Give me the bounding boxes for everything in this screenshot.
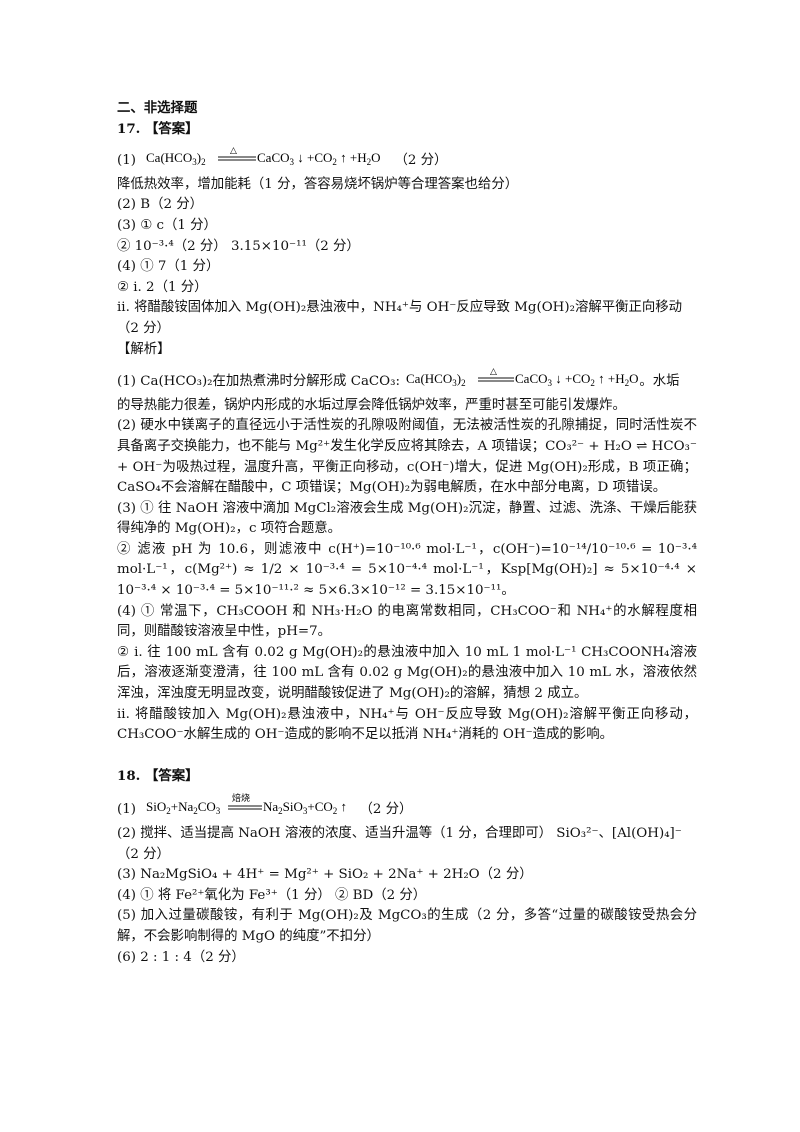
analysis-3-2: ② 滤液 pH 为 10.6，则滤液中 c(H⁺)=10⁻¹⁰·⁶ mol·L⁻…	[117, 541, 697, 599]
q18-answer-1: (1) SiO2+Na2CO3 焙烧 Na2SiO3+CO2 ↑ （2 分）	[117, 792, 697, 824]
q17-answer-4-ii: ii. 将醋酸铵固体加入 Mg(OH)₂悬浊液中，NH₄⁺与 OH⁻反应导致 M…	[117, 300, 683, 316]
q17-answer-3-1: (3) ① c（1 分）	[117, 217, 217, 233]
svg-text:Ca(HCO3)2: Ca(HCO3)2	[146, 150, 206, 167]
svg-text:△: △	[230, 146, 237, 156]
q18-answer-2-score: （2 分）	[117, 846, 170, 862]
svg-text:CaCO3 ↓ +CO2 ↑ +H2O: CaCO3 ↓ +CO2 ↑ +H2O	[515, 371, 639, 388]
q18-answer-5: (5) 加入过量碳酸铵，有利于 Mg(OH)₂及 MgCO₃的生成（2 分，多答…	[117, 908, 697, 944]
q17-answer-4-2: ② i. 2（1 分）	[117, 279, 208, 295]
calcination-equation: SiO2+Na2CO3 焙烧 Na2SiO3+CO2 ↑	[140, 792, 355, 824]
svg-text:△: △	[490, 367, 497, 377]
q17-answer-4-1: (4) ① 7（1 分）	[117, 259, 220, 275]
analysis-1: (1) Ca(HCO₃)₂在加热煮沸时分解形成 CaCO₃: Ca(HCO3)2…	[117, 366, 697, 396]
svg-text:Ca(HCO3)2: Ca(HCO3)2	[406, 371, 466, 388]
calcination-condition: 焙烧	[232, 792, 250, 804]
q17-answer-3-2: ② 10⁻³·⁴（2 分） 3.15×10⁻¹¹（2 分）	[117, 238, 360, 254]
analysis-3-1: (3) ① 往 NaOH 溶液中滴加 MgCl₂溶液会生成 Mg(OH)₂沉淀，…	[117, 500, 697, 537]
svg-text:SiO2+Na2CO3: SiO2+Na2CO3	[146, 799, 221, 816]
answer-sheet: 二、非选择题 17. 【答案】 (1) Ca(HCO3)2 △ CaCO3 ↓ …	[117, 98, 697, 968]
decomposition-equation-svg: Ca(HCO3)2 △ CaCO3 ↓ +CO2 ↑ +H2O	[146, 146, 381, 167]
analysis-2: (2) 硬水中镁离子的直径远小于活性炭的孔隙吸附阈值，无法被活性炭的孔隙捕捉，同…	[117, 418, 697, 496]
decomposition-equation: Ca(HCO3)2 △ CaCO3 ↓ +CO2 ↑ +H2O	[140, 145, 390, 175]
analysis-4-2: ② i. 往 100 mL 含有 0.02 g Mg(OH)₂的悬浊液中加入 1…	[117, 644, 697, 702]
q17-answer-4-ii-score: （2 分）	[117, 320, 170, 336]
q17-answer-1-line2: 降低热效率，增加能耗（1 分，答容易烧坏锅炉等合理答案也给分）	[117, 176, 519, 192]
section-title: 二、非选择题	[117, 100, 198, 116]
decomposition-equation-inline: Ca(HCO3)2 △ CaCO3 ↓ +CO2 ↑ +H2O	[404, 366, 639, 396]
svg-text:CaCO3 ↓ +CO2 ↑ +H2O: CaCO3 ↓ +CO2 ↑ +H2O	[257, 150, 381, 167]
analysis-4-ii: ii. 将醋酸铵加入 Mg(OH)₂悬浊液中，NH₄⁺与 OH⁻反应导致 Mg(…	[117, 706, 697, 743]
analysis-header: 【解析】	[117, 341, 171, 357]
calcination-equation-svg: SiO2+Na2CO3 焙烧 Na2SiO3+CO2 ↑	[146, 792, 347, 816]
q17-header: 17. 【答案】	[117, 120, 199, 137]
q18-answer-3: (3) Na₂MgSiO₄ + 4H⁺ = Mg²⁺ + SiO₂ + 2Na⁺…	[117, 867, 533, 883]
q17-answer-2: (2) B（2 分）	[117, 197, 204, 213]
svg-text:Na2SiO3+CO2 ↑: Na2SiO3+CO2 ↑	[263, 799, 347, 816]
q18-header: 18. 【答案】	[117, 767, 199, 784]
q18-answer-6: (6) 2 : 1 : 4（2 分）	[117, 949, 245, 965]
analysis-4-1: (4) ① 常温下，CH₃COOH 和 NH₃·H₂O 的电离常数相同，CH₃C…	[117, 603, 697, 640]
q17-answer-1: (1) Ca(HCO3)2 △ CaCO3 ↓ +CO2 ↑ +H2O （2 分…	[117, 145, 697, 175]
analysis-1-line2: 的导热能力很差，锅炉内形成的水垢过厚会降低锅炉效率，严重时甚至可能引发爆炸。	[117, 397, 626, 413]
q18-answer-2: (2) 搅拌、适当提高 NaOH 溶液的浓度、适当升温等（1 分，合理即可） S…	[117, 826, 682, 841]
decomposition-equation-inline-svg: Ca(HCO3)2 △ CaCO3 ↓ +CO2 ↑ +H2O	[406, 367, 639, 388]
q18-answer-4: (4) ① 将 Fe²⁺氧化为 Fe³⁺（1 分） ② BD（2 分）	[117, 887, 427, 903]
